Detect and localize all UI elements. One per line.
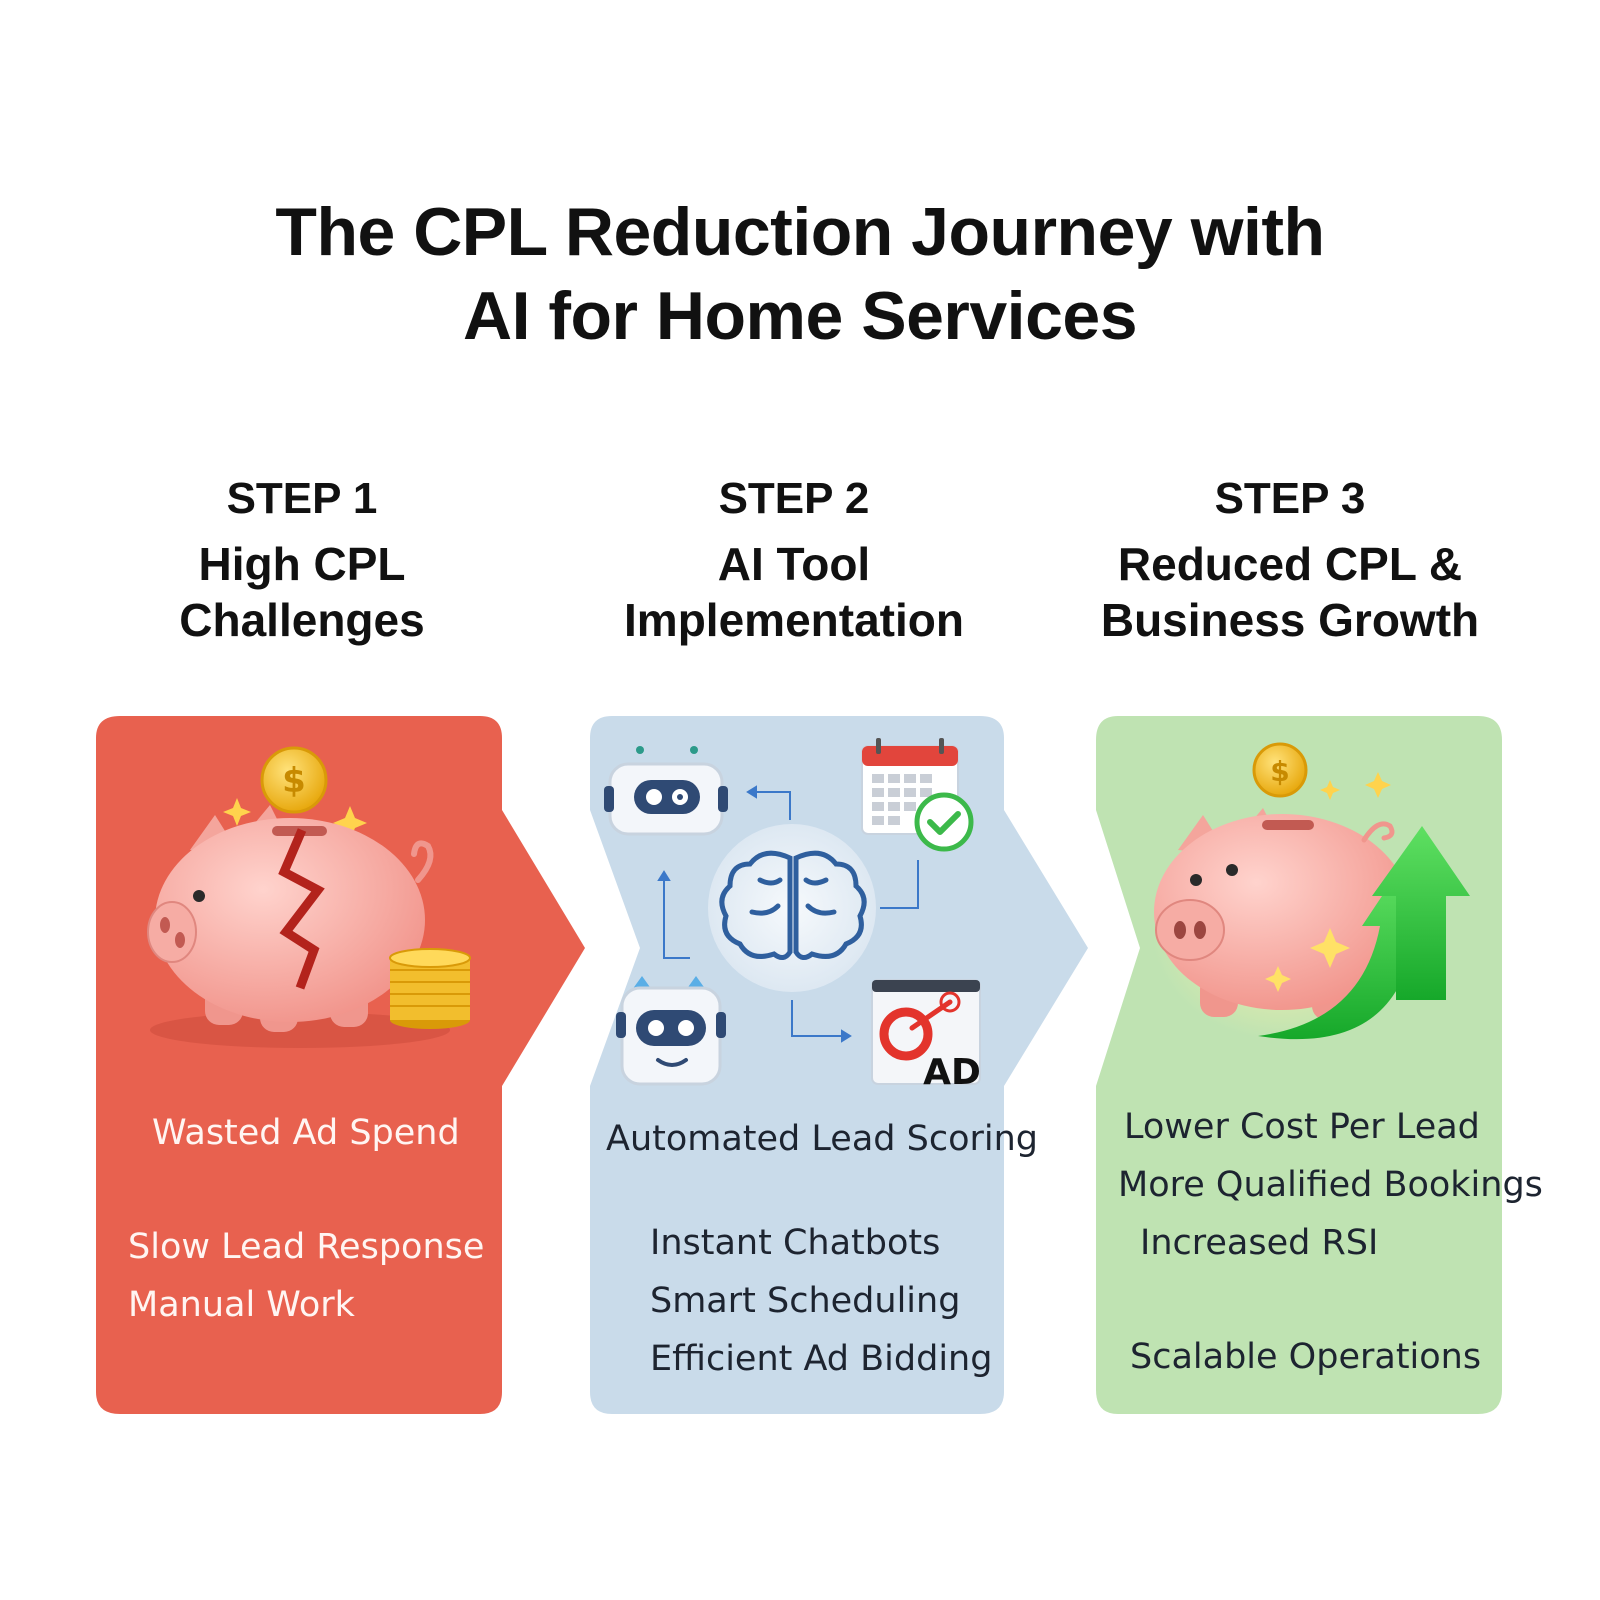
step-2-number: STEP 2 [718, 474, 870, 523]
step-3-item-increased-rsi: Increased RSI [1140, 1223, 1379, 1263]
step-3-name: Reduced CPL & Business Growth [1070, 536, 1510, 648]
step-1-item-manual-work: Manual Work [128, 1285, 355, 1325]
calendar-check-icon [861, 738, 974, 852]
ad-label: AD [923, 1052, 981, 1093]
step-3-item-scalable-operations: Scalable Operations [1130, 1337, 1482, 1377]
svg-text:$: $ [1270, 755, 1289, 788]
step-1-name-line-2: Challenges [179, 594, 425, 646]
chatbot-icon [616, 976, 726, 1086]
step-3-header: STEP 3 Reduced CPL & Business Growth [1070, 472, 1510, 648]
title-line-1: The CPL Reduction Journey with [275, 194, 1325, 270]
broken-piggy-bank-icon: $ [147, 746, 471, 1048]
step-2-item-instant-chatbots: Instant Chatbots [650, 1223, 941, 1263]
growing-piggy-bank-icon: $ [1152, 742, 1470, 1040]
step-1-number: STEP 1 [226, 474, 378, 523]
step-2-item-automated-lead-scoring: Automated Lead Scoring [606, 1119, 1038, 1159]
step-3-item-lower-cost-per-lead: Lower Cost Per Lead [1124, 1107, 1480, 1147]
diagram-title: The CPL Reduction Journey with AI for Ho… [0, 190, 1600, 358]
step-2-name-line-2: Implementation [624, 594, 964, 646]
title-line-2: AI for Home Services [462, 278, 1138, 354]
step-2-item-smart-scheduling: Smart Scheduling [650, 1281, 961, 1321]
step-1-item-slow-lead-response: Slow Lead Response [128, 1227, 485, 1267]
step-2-name-line-1: AI Tool [717, 538, 871, 590]
step-3-name-line-2: Business Growth [1100, 594, 1480, 646]
step-3-name-line-1: Reduced CPL & [1117, 538, 1463, 590]
ad-target-icon: AD [871, 979, 981, 1093]
step-2-item-efficient-ad-bidding: Efficient Ad Bidding [650, 1339, 993, 1379]
step-2-header: STEP 2 AI Tool Implementation [574, 472, 1014, 648]
step-1-item-wasted-ad-spend: Wasted Ad Spend [152, 1113, 460, 1153]
step-1-name-line-1: High CPL [198, 538, 406, 590]
step-2-name: AI Tool Implementation [574, 536, 1014, 648]
step-1-header: STEP 1 High CPL Challenges [82, 472, 522, 648]
ai-brain-hub-icon: AD [604, 738, 981, 1093]
robot-icon [604, 746, 728, 836]
step-1-name: High CPL Challenges [82, 536, 522, 648]
svg-text:$: $ [282, 761, 306, 801]
step-3-number: STEP 3 [1214, 474, 1366, 523]
step-3-item-more-qualified-bookings: More Qualified Bookings [1118, 1165, 1543, 1205]
